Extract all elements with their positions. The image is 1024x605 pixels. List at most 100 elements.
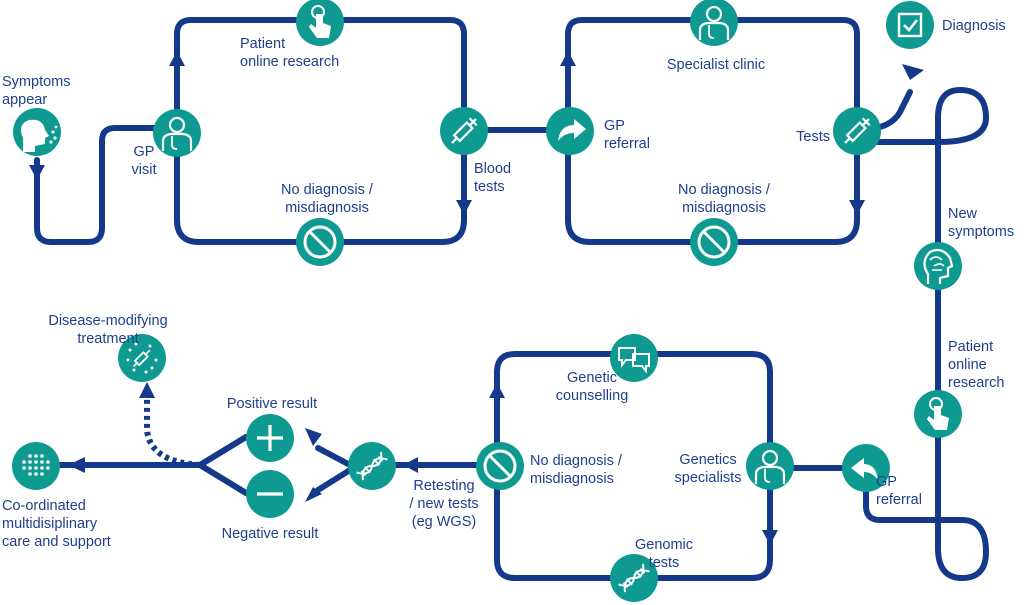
label-genetics-specialists: Genetics specialists xyxy=(675,451,742,487)
face-symptoms-icon xyxy=(13,108,61,156)
arrow-down-symptoms xyxy=(29,165,45,180)
label-line: research xyxy=(948,375,1005,391)
dots-icon xyxy=(12,442,60,490)
label-line: specialists xyxy=(674,470,742,486)
label-gp-visit: GP visit xyxy=(132,143,157,179)
arrow-left-retest xyxy=(403,457,418,473)
label-line: Blood xyxy=(474,161,512,177)
label-line: Positive result xyxy=(226,396,318,412)
arrow-down-loop2 xyxy=(849,200,865,215)
label-line: Negative result xyxy=(221,526,319,542)
brain-head-icon xyxy=(914,242,962,290)
label-gp-referral-bottom: GP referral xyxy=(876,473,922,509)
line-to-positive xyxy=(315,445,353,468)
checkbox-icon xyxy=(886,1,934,49)
label-disease-modifying: Disease-modifying treatment xyxy=(48,312,167,348)
label-line: Symptoms xyxy=(2,74,71,90)
label-line: / new tests xyxy=(409,496,479,512)
treatment-icon xyxy=(118,334,166,382)
label-line: referral xyxy=(604,136,650,152)
label-line: multidisiplinary xyxy=(2,516,98,532)
label-symptoms-appear: Symptoms appear xyxy=(2,73,71,109)
back-arrow-icon xyxy=(842,444,890,492)
label-line: online xyxy=(948,357,987,373)
arrow-to-positive xyxy=(305,428,322,446)
syringe-icon xyxy=(833,107,881,155)
label-line: appear xyxy=(2,92,48,108)
label-gp-referral-top: GP referral xyxy=(604,117,650,153)
label-line: GP xyxy=(604,118,625,134)
speech-bubbles-icon xyxy=(610,334,658,382)
doctor-icon xyxy=(690,0,738,46)
label-patient-online-research-right: Patient online research xyxy=(948,338,1004,392)
label-line: No diagnosis / xyxy=(530,453,622,469)
label-line: Genetics xyxy=(679,452,737,468)
arrow-up-loop2 xyxy=(560,51,576,66)
dashed-to-treatment xyxy=(144,390,201,468)
nodes xyxy=(12,0,962,602)
label-line: Disease-modifying xyxy=(48,313,168,329)
label-line: care and support xyxy=(2,534,111,550)
no-entry-icon xyxy=(296,218,344,266)
label-no-diagnosis-2: No diagnosis / misdiagnosis xyxy=(678,181,770,217)
label-new-symptoms: New symptoms xyxy=(948,205,1014,241)
label-line: treatment xyxy=(77,331,139,347)
label-line: Genomic xyxy=(634,537,694,553)
label-blood-tests: Blood tests xyxy=(474,160,511,196)
dna-icon xyxy=(610,554,658,602)
arrowheads xyxy=(29,51,924,545)
arrow-down-loop3 xyxy=(762,530,778,545)
arrow-to-diagnosis xyxy=(902,64,924,80)
label-line: online research xyxy=(240,54,340,70)
minus-icon xyxy=(246,470,294,518)
label-line: Diagnosis xyxy=(942,18,1006,34)
label-no-diagnosis-1: No diagnosis / misdiagnosis xyxy=(281,181,373,217)
label-diagnosis: Diagnosis xyxy=(942,17,1006,35)
line-right-trunk xyxy=(854,87,989,581)
touch-hand-icon xyxy=(296,0,344,46)
line-to-negative xyxy=(315,467,353,493)
label-line: misdiagnosis xyxy=(682,200,766,216)
label-line: No diagnosis / xyxy=(678,182,770,198)
no-entry-icon xyxy=(476,442,524,490)
arrow-to-care xyxy=(68,457,85,473)
label-negative-result: Negative result xyxy=(222,525,319,543)
arrow-up-loop1 xyxy=(169,51,185,66)
line-results-merge xyxy=(197,434,249,496)
label-specialist-clinic: Specialist clinic xyxy=(667,56,765,74)
line-symptoms-to-gp xyxy=(34,125,163,245)
doctor-icon xyxy=(746,442,794,490)
touch-hand-icon xyxy=(914,390,962,438)
label-line: misdiagnosis xyxy=(530,471,614,487)
plus-icon xyxy=(246,414,294,462)
label-retesting: Retesting / new tests (eg WGS) xyxy=(409,477,478,531)
label-line: Tests xyxy=(796,129,830,145)
label-line: No diagnosis / xyxy=(281,182,373,198)
label-line: Co-ordinated xyxy=(2,498,86,514)
label-line: (eg WGS) xyxy=(411,514,477,530)
label-line: Patient xyxy=(948,339,994,355)
arrow-down-loop1 xyxy=(456,200,472,215)
label-line: New xyxy=(948,206,978,222)
label-line: Retesting xyxy=(413,478,475,494)
label-line: symptoms xyxy=(948,224,1015,240)
label-line: tests xyxy=(648,555,680,571)
label-genetic-counselling: Genetic counselling xyxy=(556,369,629,405)
label-line: Genetic xyxy=(567,370,617,386)
label-positive-result: Positive result xyxy=(227,395,317,413)
label-no-diagnosis-3: No diagnosis / misdiagnosis xyxy=(530,452,622,488)
syringe-icon xyxy=(440,107,488,155)
no-entry-icon xyxy=(690,218,738,266)
label-line: Specialist clinic xyxy=(666,57,766,73)
arrow-to-treatment xyxy=(139,382,155,398)
label-line: misdiagnosis xyxy=(285,200,369,216)
label-patient-online-research-top: Patient online research xyxy=(240,35,339,71)
dna-icon xyxy=(348,442,396,490)
label-tests: Tests xyxy=(796,128,830,146)
label-line: GP xyxy=(133,144,155,160)
doctor-icon xyxy=(153,109,201,157)
label-line: GP xyxy=(876,474,897,490)
label-line: counselling xyxy=(555,388,629,404)
